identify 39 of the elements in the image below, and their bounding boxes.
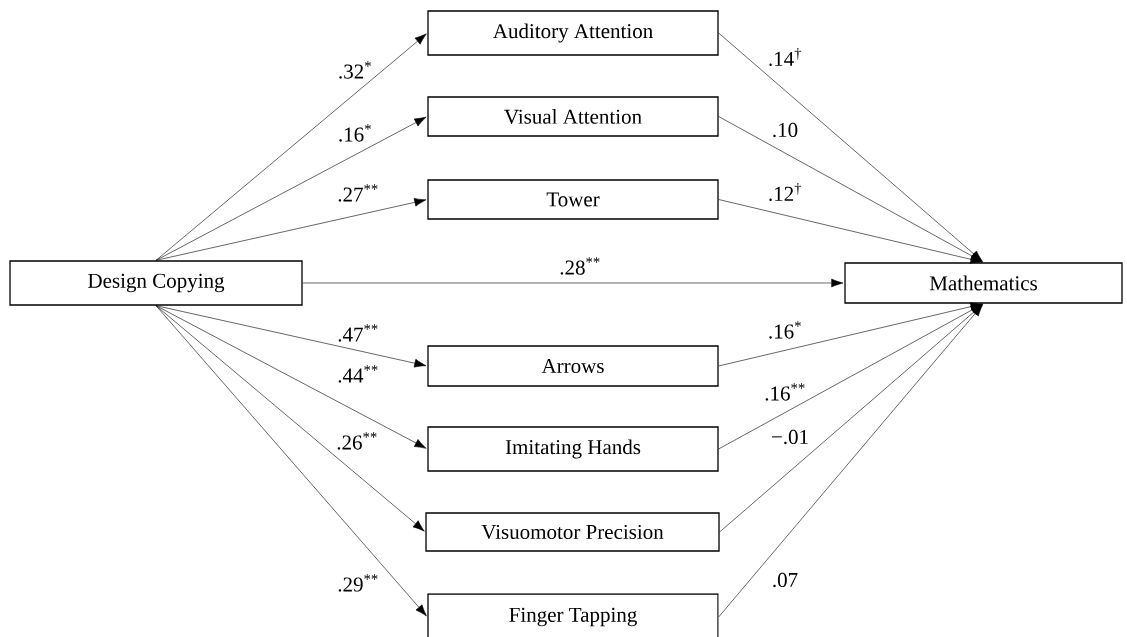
edge-label: −.01 [772, 429, 808, 445]
edge-label: .28$^{**}$ [560, 257, 600, 275]
process-box: Visuomotor Precision [425, 512, 720, 552]
edge-label: .32$^{*}$ [339, 61, 371, 79]
edge-label: .47$^{**}$ [338, 324, 378, 342]
edge-label: .16$^{*}$ [339, 124, 371, 142]
edge-label: .27$^{**}$ [338, 184, 378, 202]
process-box: Imitating Hands [427, 426, 719, 472]
arrow [718, 32, 983, 262]
arrow [155, 116, 427, 261]
edge-label: .12$^{†}$ [769, 183, 802, 201]
process-box: Mathematics [844, 262, 1123, 304]
arrow [155, 305, 425, 532]
arrow [718, 199, 983, 264]
edge-label: .16$^{**}$ [765, 383, 805, 401]
edge-label: .26$^{**}$ [337, 432, 377, 450]
arrow [155, 305, 427, 449]
arrow [719, 304, 983, 533]
arrow [155, 305, 427, 368]
arrow [155, 305, 427, 617]
arrow [718, 116, 983, 262]
edge-label: .29$^{**}$ [338, 574, 378, 592]
process-box: Auditory Attention [427, 10, 719, 56]
process-box: Arrows [427, 345, 719, 387]
arrow [718, 304, 983, 450]
arrow [155, 198, 427, 261]
process-box: Tower [427, 179, 719, 220]
arrow [718, 304, 983, 618]
process-box: Finger Tapping [427, 593, 719, 637]
edge-label: .44$^{**}$ [338, 365, 378, 383]
edge-label: .14$^{†}$ [769, 48, 802, 66]
process-box: Visual Attention [427, 96, 719, 137]
arrow [155, 33, 427, 261]
arrow [302, 278, 844, 288]
edge-label: .16$^{*}$ [769, 321, 801, 339]
edge-label: .07 [773, 572, 798, 588]
process-box: Design Copying [9, 260, 303, 306]
edge-label: .10 [773, 122, 798, 138]
arrow [718, 302, 983, 367]
